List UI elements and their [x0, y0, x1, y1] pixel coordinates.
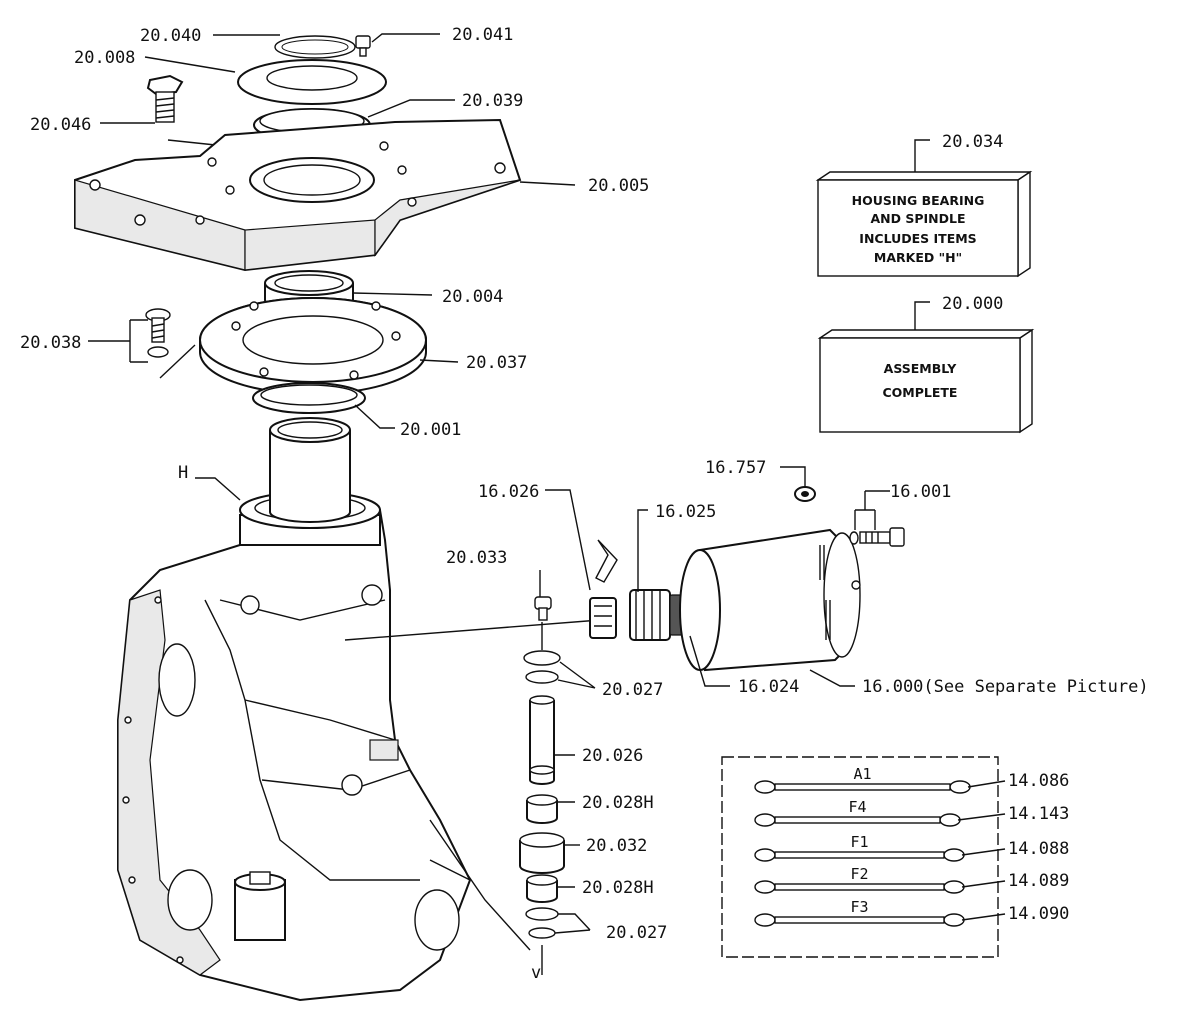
label-16025: 16.025 [655, 502, 716, 522]
spacer-20032 [519, 832, 565, 874]
bolt-washer-20038 [145, 308, 196, 379]
label-20032: 20.032 [586, 836, 647, 856]
assembly-note-line2: COMPLETE [883, 385, 958, 400]
wire-row: F4 14.143 [754, 798, 1069, 827]
wire-part-number: 14.086 [1008, 771, 1069, 791]
wire-part-number: 14.088 [1008, 839, 1069, 859]
thrust-plate-20008 [237, 59, 387, 105]
wire-leader [961, 848, 1006, 856]
wire-row: F2 14.089 [754, 865, 1069, 894]
toothed-flange-20037 [199, 297, 427, 395]
label-20034: 20.034 [942, 132, 1003, 152]
wire-cable [774, 816, 941, 824]
wire-terminal-right [943, 913, 965, 927]
assembly-note-line1: ASSEMBLY [884, 361, 958, 376]
wire-tag: F4 [848, 798, 866, 816]
label-20040: 20.040 [140, 26, 201, 46]
label-20026: 20.026 [582, 746, 643, 766]
wire-terminal-right [943, 880, 965, 894]
wire-terminal-left [754, 813, 776, 827]
wire-row: F3 14.090 [754, 898, 1069, 927]
wire-terminal-left [754, 780, 776, 794]
gear-housing-body [117, 417, 472, 1002]
label-20028H-upper: 20.028H [582, 793, 654, 813]
label-20039: 20.039 [462, 91, 523, 111]
wire-leader [961, 913, 1006, 921]
axis-line-lower [429, 819, 531, 951]
pinion-16025 [629, 589, 671, 641]
label-16000: 16.000(See Separate Picture) [862, 677, 1149, 697]
wire-tag: A1 [853, 765, 871, 783]
bolt-20046 [146, 74, 226, 190]
housing-note-box [815, 139, 1033, 278]
label-20033: 20.033 [446, 548, 507, 568]
wire-tag: F1 [850, 833, 868, 851]
wire-terminal-left [754, 913, 776, 927]
wire-cable [774, 916, 945, 924]
wire-leader [967, 780, 1006, 788]
wire-row: A1 14.086 [754, 765, 1069, 794]
label-16024: 16.024 [738, 677, 799, 697]
washer-20027-upper [523, 650, 561, 684]
housing-note-line2: AND SPINDLE [870, 211, 965, 226]
label-16001: 16.001 [890, 482, 951, 502]
wire-cable [774, 783, 951, 791]
washer-20027-lower [525, 907, 559, 939]
wire-part-number: 14.089 [1008, 871, 1069, 891]
retaining-ring-20040 [274, 35, 356, 59]
label-20001: 20.001 [400, 420, 461, 440]
label-20037: 20.037 [466, 353, 527, 373]
axis-line [344, 619, 601, 641]
assembly-note-box [817, 301, 1035, 434]
label-20004: 20.004 [442, 287, 503, 307]
nut-16757 [794, 486, 816, 502]
cotter-pin-16026 [574, 514, 618, 591]
wire-terminal-right [949, 780, 971, 794]
wire-harness-box [721, 756, 999, 958]
shaft-20026 [529, 695, 555, 785]
wire-leader [957, 813, 1006, 821]
starter-motor-16000 [679, 528, 861, 672]
housing-note-line3: INCLUDES ITEMS [859, 231, 976, 246]
bolt-16001 [849, 527, 905, 547]
label-16757: 16.757 [705, 458, 766, 478]
label-20008: 20.008 [74, 48, 135, 68]
label-20041: 20.041 [452, 25, 513, 45]
wire-tag: F3 [850, 898, 868, 916]
wire-row: F1 14.088 [754, 833, 1069, 862]
axis-mark: v [531, 963, 541, 983]
label-16026: 16.026 [478, 482, 539, 502]
grease-fitting-20033 [534, 596, 552, 621]
label-20038: 20.038 [20, 333, 81, 353]
label-H: H [178, 463, 188, 483]
wire-cable [774, 883, 945, 891]
wire-terminal-right [939, 813, 961, 827]
wire-tag: F2 [850, 865, 868, 883]
seal-20001 [252, 382, 366, 414]
wire-leader [961, 880, 1006, 888]
label-20028H-lower: 20.028H [582, 878, 654, 898]
wire-cable [774, 851, 945, 859]
wire-terminal-left [754, 848, 776, 862]
wire-terminal-right [943, 848, 965, 862]
leader-lines [88, 33, 890, 934]
label-20046: 20.046 [30, 115, 91, 135]
leader-H [195, 477, 241, 501]
label-20000: 20.000 [942, 294, 1003, 314]
wire-part-number: 14.143 [1008, 804, 1069, 824]
bushing-20028H-lower [526, 874, 558, 903]
label-20005: 20.005 [588, 176, 649, 196]
label-20027-lower: 20.027 [606, 923, 667, 943]
wire-part-number: 14.090 [1008, 904, 1069, 924]
bushing-20028H-upper [526, 794, 558, 824]
label-20027-upper: 20.027 [602, 680, 663, 700]
castle-nut [589, 597, 617, 639]
housing-note-line4: MARKED "H" [874, 250, 962, 265]
wire-terminal-left [754, 880, 776, 894]
grease-fitting-20041 [355, 35, 371, 57]
mounting-plate-20005 [74, 118, 522, 272]
housing-note-line1: HOUSING BEARING [852, 193, 985, 208]
